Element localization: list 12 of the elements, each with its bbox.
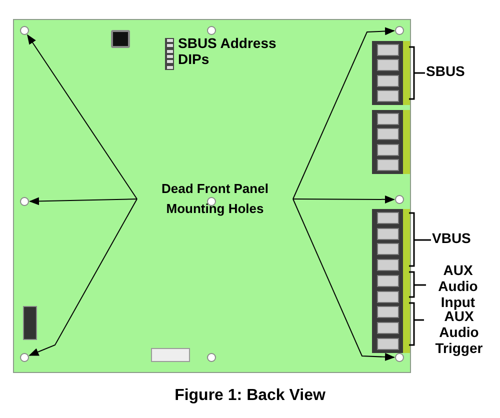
- arrow: [292, 195, 395, 204]
- callout-text: Dead Front Panel Mounting Holes: [140, 178, 290, 220]
- arrow: [292, 27, 395, 200]
- part-label: SBUS Address DIPs: [178, 35, 278, 67]
- figure-caption: Figure 1: Back View: [174, 386, 326, 406]
- part-label: AUX Audio Input: [437, 262, 479, 310]
- arrow: [292, 198, 395, 361]
- arrow: [29, 197, 138, 206]
- arrow: [28, 198, 138, 356]
- part-label: VBUS: [432, 230, 472, 246]
- arrow: [27, 34, 138, 200]
- part-label: SBUS: [426, 63, 466, 79]
